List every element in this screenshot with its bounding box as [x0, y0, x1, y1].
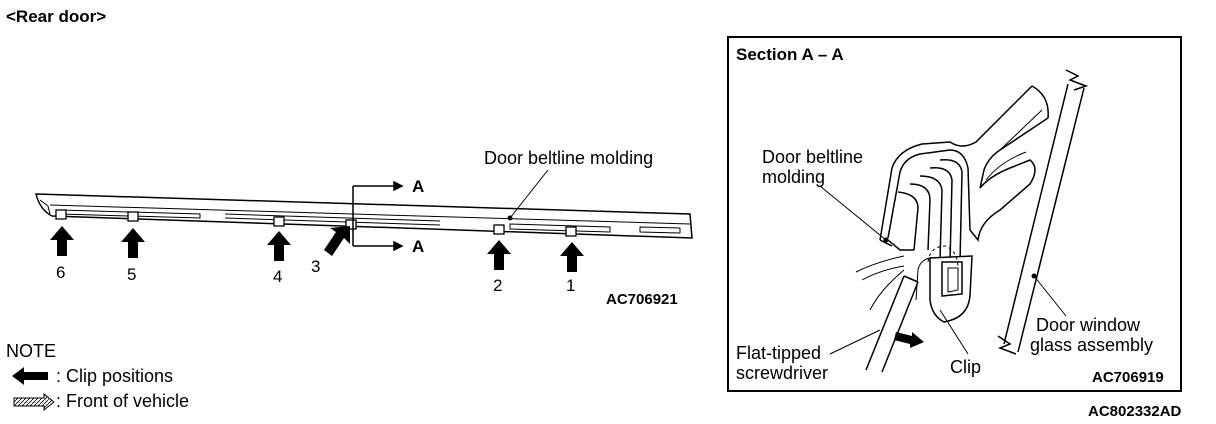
molding-label: Door beltline molding	[484, 148, 654, 168]
section-title: Section A – A	[736, 45, 844, 64]
legend-front-arrow-icon	[13, 392, 55, 412]
clip-label: Clip	[950, 357, 982, 377]
clip-3	[345, 219, 357, 230]
clip-number-1: 1	[566, 276, 576, 295]
clip-2	[493, 224, 505, 235]
clip-6	[55, 209, 67, 220]
arrow-4	[267, 231, 291, 261]
push-direction-arrow	[894, 332, 924, 348]
arrow-2	[487, 240, 511, 270]
hidden-line	[927, 245, 959, 269]
section-molding-label-2: molding	[762, 167, 826, 187]
clip-5	[127, 211, 139, 222]
arrow-3	[324, 226, 350, 256]
arrow-6	[50, 226, 74, 256]
note-heading: NOTE	[6, 341, 57, 361]
arrow-1	[560, 242, 584, 272]
clip-number-5: 5	[127, 265, 137, 284]
clip-markers	[55, 209, 577, 237]
clip-number-2: 2	[493, 276, 503, 295]
molding-section	[879, 85, 1049, 265]
overall-figure-code: AC802332AD	[1088, 403, 1182, 420]
section-aa-artwork	[855, 69, 1089, 373]
screwdriver-section	[865, 275, 919, 373]
clip-1	[565, 226, 577, 237]
section-molding-label-1: Door beltline	[762, 147, 864, 167]
screwdriver-label-2: screwdriver	[736, 363, 829, 383]
note-clip-positions: : Clip positions	[56, 366, 174, 386]
section-figure-code: AC706919	[1092, 369, 1164, 386]
clip-number-3: 3	[311, 257, 321, 276]
clip-section	[915, 255, 973, 323]
clip-number-6: 6	[56, 263, 66, 282]
screwdriver-label-1: Flat-tipped	[736, 343, 822, 363]
molding-leader	[507, 169, 549, 221]
clip-4	[273, 216, 285, 227]
diagram-title: <Rear door>	[6, 7, 107, 26]
section-marker-top: A	[412, 177, 425, 196]
section-aa-frame	[727, 36, 1182, 392]
note-front-of-vehicle: : Front of vehicle	[56, 391, 190, 411]
section-cut-lines	[352, 180, 404, 252]
door-window-glass	[997, 69, 1089, 355]
clip-arrows	[50, 226, 584, 272]
glass-label-1: Door window	[1036, 315, 1141, 335]
glass-label-2: glass assembly	[1030, 335, 1154, 355]
section-marker-bottom: A	[412, 237, 425, 256]
legend-clip-arrow-icon	[12, 367, 48, 385]
section-leaders	[819, 185, 1067, 355]
arrow-5	[121, 228, 145, 258]
clip-number-4: 4	[273, 267, 283, 286]
left-figure-code: AC706921	[606, 291, 678, 308]
